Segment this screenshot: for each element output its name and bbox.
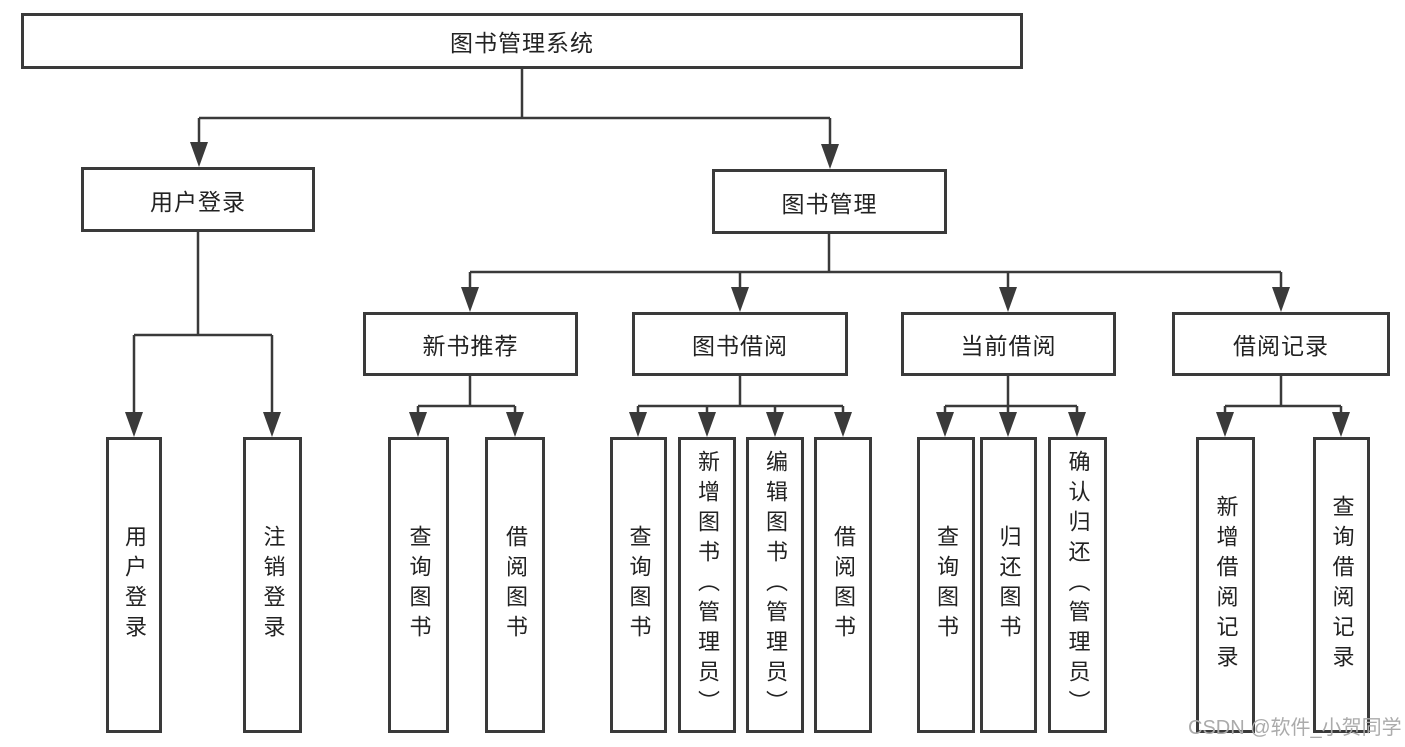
csdn-watermark: CSDN @软件_小贺同学 — [1188, 717, 1402, 739]
leaf-query-borrow-record: 查询借阅记录 — [1313, 437, 1370, 733]
node-new-book-recommend: 新书推荐 — [363, 312, 578, 376]
node-current-borrow-label: 当前借阅 — [960, 333, 1057, 359]
leaf-query-book-newrec-label: 查询图书 — [406, 525, 432, 645]
leaf-borrow-book-newrec: 借阅图书 — [485, 437, 545, 733]
leaf-query-book-current-label: 查询图书 — [934, 525, 959, 645]
leaf-return-book-label: 归还图书 — [996, 525, 1022, 645]
leaf-logout-label: 注销登录 — [260, 525, 286, 645]
leaf-query-book-newrec: 查询图书 — [388, 437, 449, 733]
connector-root-to-level2 — [190, 69, 839, 169]
connector-borrow-records-to-leaves — [1216, 376, 1350, 437]
leaf-user-login: 用户登录 — [106, 437, 162, 733]
node-book-borrow: 图书借阅 — [632, 312, 848, 376]
leaf-user-login-label: 用户登录 — [122, 525, 147, 645]
leaf-add-borrow-record: 新增借阅记录 — [1196, 437, 1255, 733]
connector-book-borrow-to-leaves — [629, 376, 852, 437]
leaf-edit-book-admin-label: 编辑图书（管理员） — [763, 450, 788, 720]
node-borrow-records: 借阅记录 — [1172, 312, 1390, 376]
node-book-management: 图书管理 — [712, 169, 947, 234]
connector-book-mgmt-to-level3 — [461, 234, 1290, 312]
connector-user-login-to-leaves — [125, 232, 281, 437]
node-user-login: 用户登录 — [81, 167, 315, 232]
leaf-edit-book-admin: 编辑图书（管理员） — [746, 437, 804, 733]
node-borrow-records-label: 借阅记录 — [1233, 333, 1329, 359]
node-current-borrow: 当前借阅 — [901, 312, 1116, 376]
leaf-add-book-admin-label: 新增图书（管理员） — [695, 450, 720, 720]
leaf-confirm-return-admin: 确认归还（管理员） — [1048, 437, 1107, 733]
leaf-query-borrow-record-label: 查询借阅记录 — [1329, 495, 1355, 675]
node-root-system-label: 图书管理系统 — [450, 30, 594, 56]
node-user-login-label: 用户登录 — [150, 188, 246, 215]
leaf-query-book-borrow: 查询图书 — [610, 437, 667, 733]
leaf-confirm-return-admin-label: 确认归还（管理员） — [1065, 450, 1091, 720]
leaf-return-book: 归还图书 — [980, 437, 1037, 733]
leaf-query-book-borrow-label: 查询图书 — [626, 525, 652, 645]
node-book-borrow-label: 图书借阅 — [692, 333, 788, 359]
leaf-borrow-book: 借阅图书 — [814, 437, 872, 733]
leaf-logout: 注销登录 — [243, 437, 302, 733]
node-new-book-recommend-label: 新书推荐 — [422, 333, 519, 359]
connector-current-borrow-to-leaves — [936, 376, 1086, 437]
node-root-system: 图书管理系统 — [21, 13, 1023, 69]
leaf-borrow-book-newrec-label: 借阅图书 — [503, 525, 528, 645]
leaf-borrow-book-label: 借阅图书 — [831, 525, 856, 645]
leaf-query-book-current: 查询图书 — [917, 437, 975, 733]
node-book-management-label: 图书管理 — [781, 190, 878, 217]
leaf-add-book-admin: 新增图书（管理员） — [678, 437, 736, 733]
leaf-add-borrow-record-label: 新增借阅记录 — [1213, 495, 1239, 675]
connector-new-book-to-leaves — [409, 376, 524, 437]
